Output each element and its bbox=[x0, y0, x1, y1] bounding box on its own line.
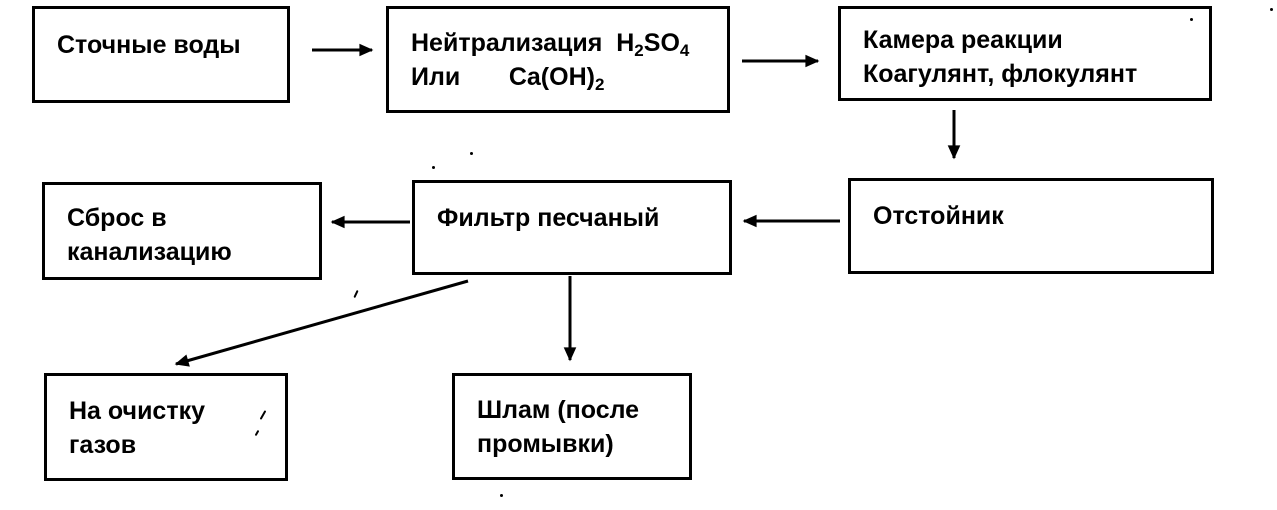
node-sludge: Шлам (после промывки) bbox=[452, 373, 692, 480]
scan-speck bbox=[1270, 8, 1273, 11]
or-label: Или bbox=[411, 63, 461, 91]
scan-speck bbox=[432, 166, 435, 169]
node-settler-label: Отстойник bbox=[873, 202, 1004, 230]
node-gas-cleaning: На очистку газов bbox=[44, 373, 288, 481]
node-reaction-chamber: Камера реакции Коагулянт, флокулянт bbox=[838, 6, 1212, 101]
node-sludge-line1: Шлам (после bbox=[477, 396, 640, 424]
node-sewer-discharge-line1: Сброс в bbox=[67, 204, 167, 232]
node-neutralization-line2: Или Ca(OH)2 bbox=[411, 60, 727, 94]
node-neutralization: Нейтрализация H2SO4 Или Ca(OH)2 bbox=[386, 6, 730, 113]
node-reaction-chamber-line1: Камера реакции bbox=[863, 26, 1063, 54]
node-settler: Отстойник bbox=[848, 178, 1214, 274]
node-sewer-discharge-line2: канализацию bbox=[67, 238, 232, 266]
node-sludge-line2: промывки) bbox=[477, 430, 614, 458]
node-reaction-chamber-line2: Коагулянт, флокулянт bbox=[863, 60, 1138, 88]
scan-speck bbox=[353, 289, 359, 299]
scan-speck bbox=[500, 494, 503, 497]
node-gas-cleaning-line1: На очистку bbox=[69, 397, 205, 425]
neutralization-label: Нейтрализация bbox=[411, 29, 603, 57]
node-wastewater-label: Сточные воды bbox=[57, 31, 241, 59]
formula-caoh2: Ca(OH)2 bbox=[508, 63, 605, 94]
node-neutralization-line1: Нейтрализация H2SO4 bbox=[411, 26, 727, 60]
node-wastewater: Сточные воды bbox=[32, 6, 290, 103]
node-gas-cleaning-line2: газов bbox=[69, 431, 137, 459]
scan-speck bbox=[470, 152, 473, 155]
node-sand-filter: Фильтр песчаный bbox=[412, 180, 732, 275]
node-sand-filter-label: Фильтр песчаный bbox=[437, 204, 660, 232]
arrow-sand-filter-to-gas-cleaning bbox=[174, 279, 469, 367]
formula-h2so4: H2SO4 bbox=[616, 29, 690, 60]
node-sewer-discharge: Сброс в канализацию bbox=[42, 182, 322, 280]
scan-speck bbox=[1190, 18, 1193, 21]
